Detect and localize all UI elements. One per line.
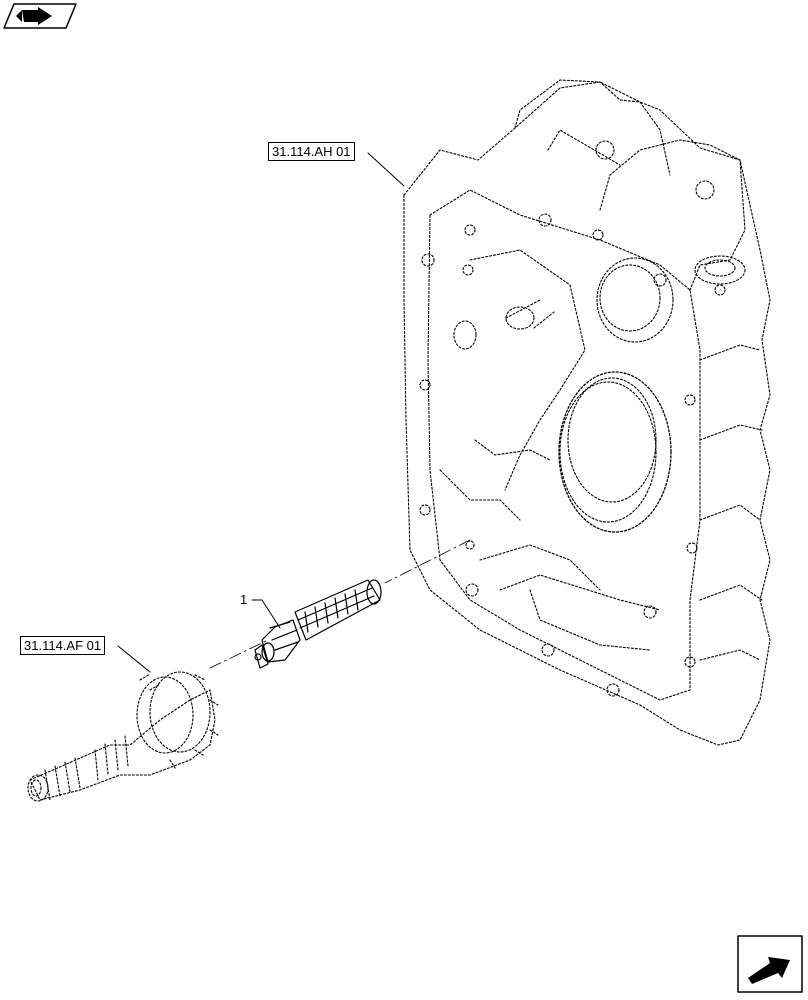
transmission-housing: [403, 79, 771, 746]
previous-page-arrow-icon[interactable]: [3, 3, 77, 29]
housing-reference-label[interactable]: 31.114.AH 01: [268, 142, 355, 161]
item-number-label: 1: [240, 592, 248, 607]
item-number-leader: [251, 599, 281, 629]
next-page-arrow-icon[interactable]: [737, 935, 803, 993]
housing-ref-leader: [367, 152, 405, 187]
center-line: [209, 539, 471, 669]
shaft-reference-label[interactable]: 31.114.AF 01: [20, 636, 106, 655]
shaft-ref-leader: [117, 645, 151, 673]
output-shaft-part: [27, 671, 219, 802]
input-shaft-part: [254, 579, 382, 669]
